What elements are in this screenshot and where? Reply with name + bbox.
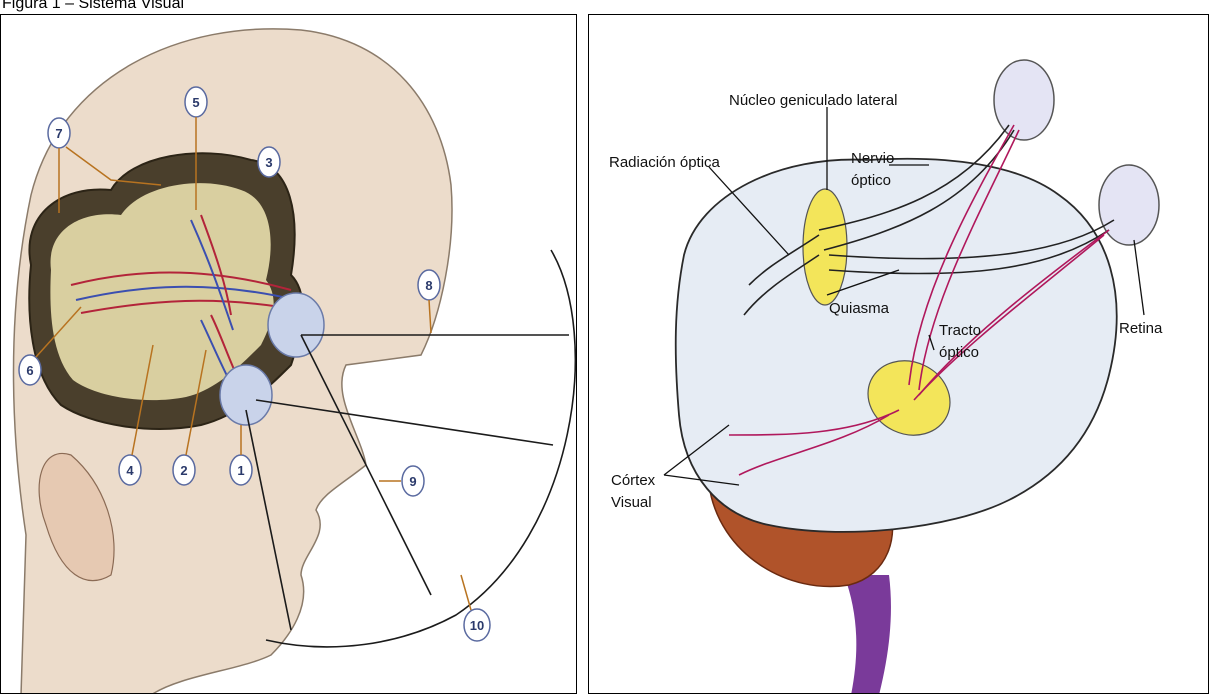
figure-caption: Figura 1 – Sistema Visual xyxy=(2,0,184,13)
marker-3: 3 xyxy=(258,147,280,177)
label-radiacion-optica: Radiación óptica xyxy=(609,154,721,171)
label-nervio: Nervio xyxy=(851,150,894,167)
lateral-geniculate-upper xyxy=(803,189,847,305)
svg-text:1: 1 xyxy=(237,463,244,478)
marker-6: 6 xyxy=(19,307,81,385)
marker-5: 5 xyxy=(185,87,207,210)
svg-text:4: 4 xyxy=(126,463,134,478)
svg-text:5: 5 xyxy=(192,95,199,110)
label-retina: Retina xyxy=(1119,320,1163,337)
brain-visual-pathway-panel: Núcleo geniculado lateral Radiación ópti… xyxy=(588,14,1209,694)
markers-layer: 1 2 3 4 5 6 7 xyxy=(1,15,577,694)
label-cortex-visual: Visual xyxy=(611,494,652,511)
marker-2: 2 xyxy=(173,350,206,485)
marker-10: 10 xyxy=(461,575,490,641)
brain-illustration: Núcleo geniculado lateral Radiación ópti… xyxy=(589,15,1209,694)
label-cortex: Córtex xyxy=(611,472,656,489)
label-quiasma: Quiasma xyxy=(829,300,890,317)
svg-text:9: 9 xyxy=(409,474,416,489)
label-nucleo-geniculado: Núcleo geniculado lateral xyxy=(729,92,897,109)
head-visual-pathway-panel: 1 2 3 4 5 6 7 xyxy=(0,14,577,694)
svg-text:10: 10 xyxy=(470,618,484,633)
label-tracto: Tracto xyxy=(939,322,981,339)
label-tracto-optico: óptico xyxy=(939,344,979,361)
brain-body xyxy=(676,159,1117,532)
eye-right xyxy=(1099,165,1159,245)
brainstem xyxy=(844,575,891,694)
leader-retina xyxy=(1134,240,1144,315)
svg-text:3: 3 xyxy=(265,155,272,170)
svg-text:6: 6 xyxy=(26,363,33,378)
marker-8: 8 xyxy=(418,270,440,333)
svg-text:8: 8 xyxy=(425,278,432,293)
marker-9: 9 xyxy=(379,466,424,496)
label-nervio-optico: óptico xyxy=(851,172,891,189)
eye-top xyxy=(994,60,1054,140)
svg-text:2: 2 xyxy=(180,463,187,478)
marker-4: 4 xyxy=(119,345,153,485)
svg-text:7: 7 xyxy=(55,126,62,141)
marker-7: 7 xyxy=(48,118,161,213)
marker-1: 1 xyxy=(230,425,252,485)
